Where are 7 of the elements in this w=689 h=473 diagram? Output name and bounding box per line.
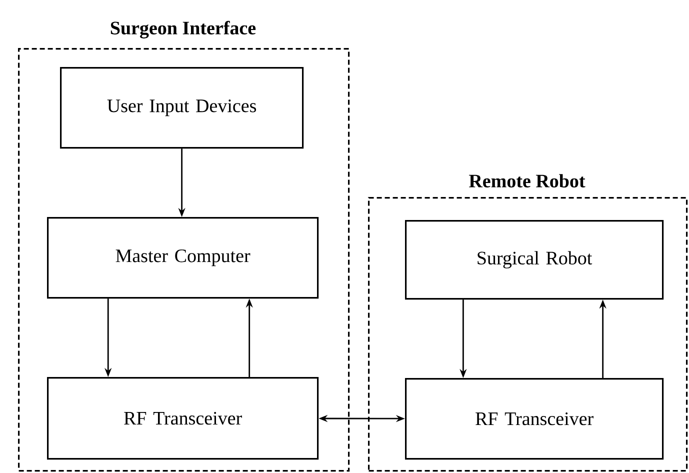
node-label: Remote Robot — [469, 174, 586, 188]
node-label: Surgeon Interface — [110, 20, 256, 38]
process-box: Master Computer — [47, 216, 319, 299]
process-box: RF Transceiver — [405, 378, 664, 460]
process-box: User Input Devices — [60, 67, 304, 149]
process-box: Surgical Robot — [405, 220, 664, 300]
process-box: RF Transceiver — [47, 377, 319, 460]
